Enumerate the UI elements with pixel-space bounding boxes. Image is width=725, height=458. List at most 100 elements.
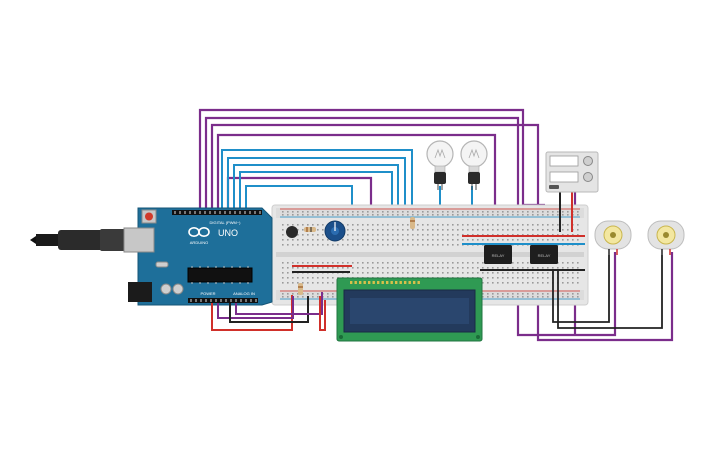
hole [472,272,474,274]
hole [522,296,524,298]
relay-1[interactable]: RELAY [484,245,512,264]
hole [417,272,419,274]
hole [457,211,459,213]
hole [452,267,454,269]
svg-text:RELAY: RELAY [492,253,505,258]
hole [357,211,359,213]
hole [492,234,494,236]
hole [567,214,569,216]
hole [352,224,354,226]
hole [408,281,411,284]
power-label: POWER [200,291,215,296]
hole [452,211,454,213]
hole [302,214,304,216]
light-bulb-1[interactable] [426,140,454,190]
hole [413,281,416,284]
hole [557,239,559,241]
wire-purple-a[interactable] [217,296,294,319]
hole [302,282,304,284]
hole [282,234,284,236]
hole [332,262,334,264]
hole [482,272,484,274]
hole [482,234,484,236]
temperature-sensor[interactable] [286,226,298,238]
hole [562,296,564,298]
hole [354,281,357,284]
hole [357,262,359,264]
hole [397,272,399,274]
hole [522,293,524,295]
lcd-display[interactable] [336,277,483,342]
hole [522,234,524,236]
hole [517,277,519,279]
dc-motor-1[interactable] [594,220,632,255]
hole [322,214,324,216]
hole [502,272,504,274]
hole [292,214,294,216]
relay-2[interactable]: RELAY [530,245,558,264]
hole [363,281,366,284]
hole [342,211,344,213]
wire-black-gnd[interactable] [229,296,309,323]
hole [462,229,464,231]
hole [322,224,324,226]
hole [477,229,479,231]
hole [557,224,559,226]
hole [577,224,579,226]
hole [322,239,324,241]
hole [467,272,469,274]
hole [437,239,439,241]
hole [537,267,539,269]
hole [487,214,489,216]
hole [292,277,294,279]
hole [347,224,349,226]
wire-red-2[interactable] [319,296,326,331]
hole [517,267,519,269]
hole [312,282,314,284]
dc-motor-2[interactable] [647,220,685,255]
hole [337,211,339,213]
hole [234,211,236,214]
hole [402,234,404,236]
wire-purple-b[interactable] [235,292,323,315]
wire-black-motor-2[interactable] [557,255,663,329]
hole [317,267,319,269]
resistor-2[interactable] [410,217,415,229]
hole [567,296,569,298]
resistor-3[interactable] [298,283,303,295]
hole [562,282,564,284]
hole [352,234,354,236]
hole [487,272,489,274]
hole [307,239,309,241]
hole [322,282,324,284]
hole [457,224,459,226]
potentiometer[interactable] [324,220,346,242]
hole [532,293,534,295]
hole [312,239,314,241]
hole [512,214,514,216]
uno-label: UNO [218,228,238,238]
hole [337,262,339,264]
hole [382,224,384,226]
hole [382,239,384,241]
hole [367,267,369,269]
hole [522,239,524,241]
hole [452,272,454,274]
resistor-1[interactable] [304,227,316,232]
hole [317,282,319,284]
hole [502,229,504,231]
hole [487,277,489,279]
hole [184,211,186,214]
hole [372,262,374,264]
hole [477,211,479,213]
power-supply[interactable] [545,151,599,193]
wire-black-motor-1[interactable] [552,255,610,323]
hole [397,239,399,241]
wire-purple-4[interactable] [216,133,497,210]
hole [297,229,299,231]
hole [507,296,509,298]
hole [392,267,394,269]
arduino-uno[interactable]: DIGITAL (PWM~) UNO ARDUINO POWER ANALOG [30,207,273,306]
light-bulb-2[interactable] [460,140,488,190]
hole [387,239,389,241]
